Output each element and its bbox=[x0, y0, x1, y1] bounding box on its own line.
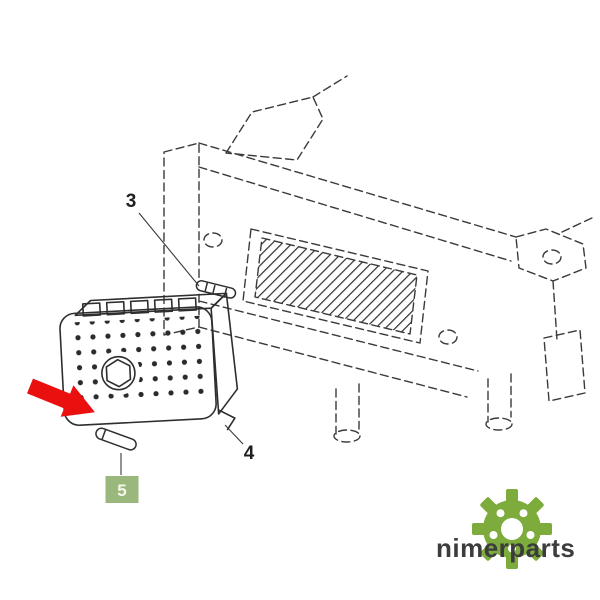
connector-drawing bbox=[59, 292, 239, 431]
hex-bolt bbox=[96, 351, 141, 396]
selected-part-badge[interactable]: 5 bbox=[105, 476, 139, 503]
leader-lines bbox=[120, 212, 244, 475]
selected-part-badge-box[interactable] bbox=[105, 476, 139, 503]
pin-drawing bbox=[95, 427, 137, 451]
gear-icon bbox=[472, 489, 552, 569]
pointer-arrow bbox=[27, 378, 95, 417]
clip-drawing bbox=[195, 280, 237, 299]
brand-logo: nimerparts bbox=[436, 489, 575, 569]
callout-5-label: 5 bbox=[117, 481, 126, 500]
callout-3-label: 3 bbox=[126, 191, 137, 212]
support-frame-drawing bbox=[163, 75, 595, 443]
callout-4-label: 4 bbox=[244, 443, 255, 464]
receptacle-opening bbox=[254, 237, 418, 335]
brand-name: nimerparts bbox=[436, 533, 575, 563]
